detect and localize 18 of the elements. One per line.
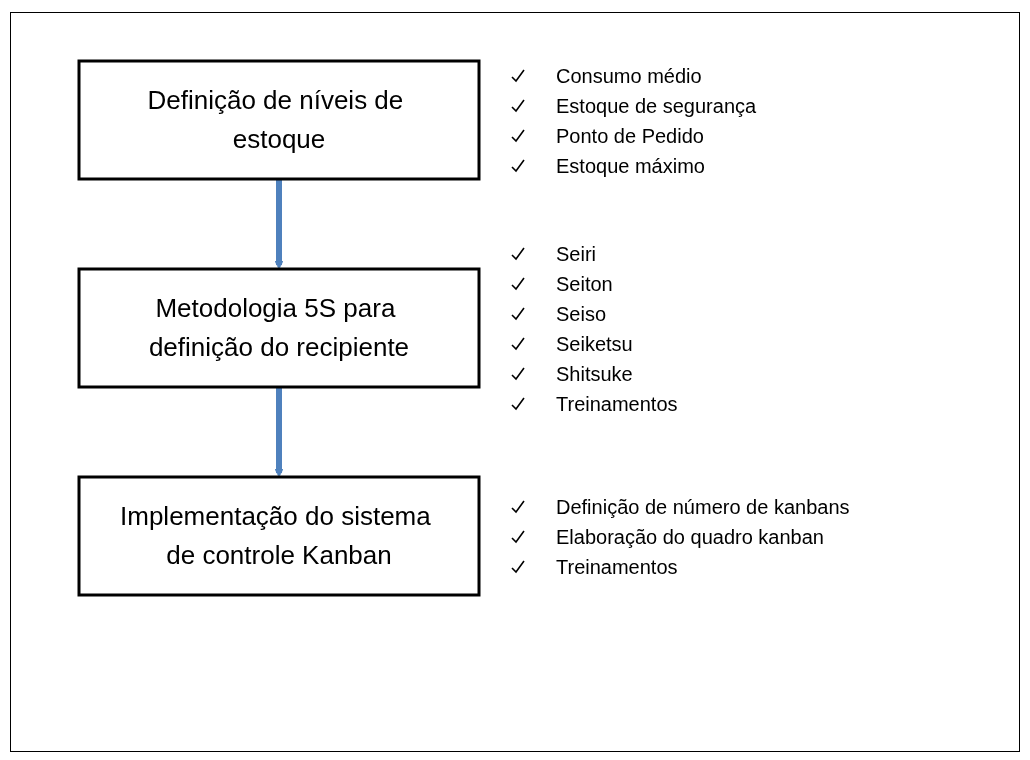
checklist-text: Consumo médio xyxy=(556,64,702,89)
checklist-text: Treinamentos xyxy=(556,555,678,580)
checklist-text: Elaboração do quadro kanban xyxy=(556,525,824,550)
checklist-text: Estoque máximo xyxy=(556,154,705,179)
checklist-text: Seiketsu xyxy=(556,332,633,357)
checklist-text: Estoque de segurança xyxy=(556,94,757,119)
checklist-text: Seiton xyxy=(556,272,613,297)
checklist-text: Treinamentos xyxy=(556,392,678,417)
process-box: Metodologia 5S para definição do recipiente xyxy=(77,267,481,389)
arrow xyxy=(274,387,284,478)
checklist-text: Definição de número de kanbans xyxy=(556,495,850,520)
checklist-text: Shitsuke xyxy=(556,362,633,387)
process-box: Implementação do sistema de controle Kanban xyxy=(77,475,481,597)
checklist-text: Seiri xyxy=(556,242,596,267)
checklist-text: Seiso xyxy=(556,302,607,327)
arrow xyxy=(274,179,284,270)
process-box: Definição de níveis de estoque xyxy=(77,59,481,181)
checklist-text: Ponto de Pedido xyxy=(556,124,704,149)
